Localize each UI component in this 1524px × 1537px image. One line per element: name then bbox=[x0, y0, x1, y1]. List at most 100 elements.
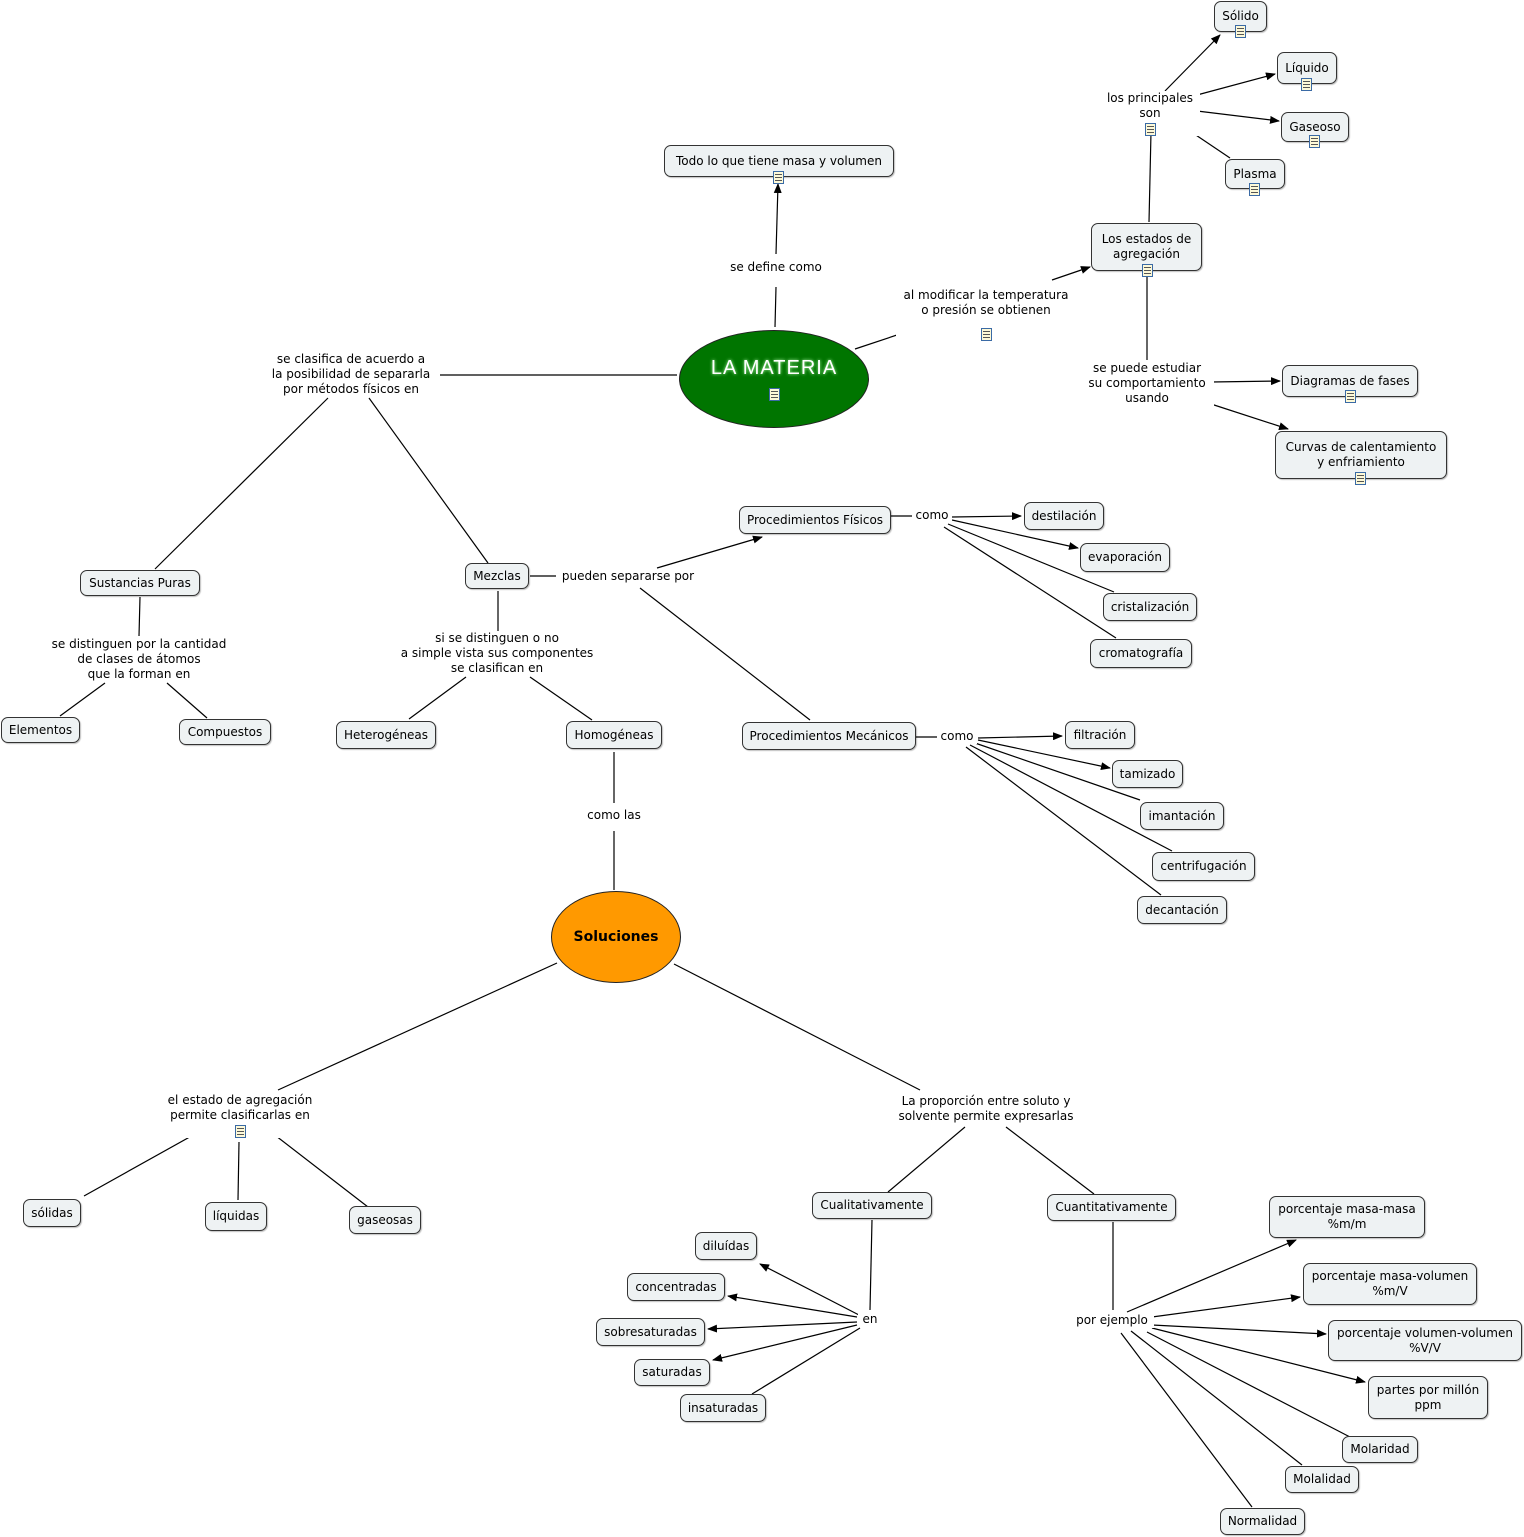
node-heterogeneas[interactable]: Heterogéneas bbox=[336, 721, 436, 749]
document-icon[interactable] bbox=[1301, 78, 1312, 91]
node-label: concentradas bbox=[635, 1279, 717, 1294]
edge bbox=[368, 397, 489, 564]
node-diluidas[interactable]: diluídas bbox=[695, 1232, 757, 1260]
document-icon[interactable] bbox=[1355, 472, 1366, 485]
node-procedimientos-fisicos[interactable]: Procedimientos Físicos bbox=[739, 506, 891, 534]
node-label: porcentaje volumen-volumen %V/V bbox=[1337, 1325, 1513, 1355]
node-solido[interactable]: Sólido bbox=[1214, 1, 1267, 38]
node-gaseoso[interactable]: Gaseoso bbox=[1281, 112, 1349, 148]
node-liquidas[interactable]: líquidas bbox=[205, 1202, 267, 1231]
node-molalidad[interactable]: Molalidad bbox=[1285, 1466, 1359, 1493]
node-cromatografia[interactable]: cromatografía bbox=[1090, 639, 1192, 668]
node-label: Sólido bbox=[1222, 9, 1259, 23]
node-soluciones[interactable]: Soluciones bbox=[551, 891, 681, 983]
node-label: partes por millón ppm bbox=[1376, 1382, 1480, 1412]
edge bbox=[759, 1263, 860, 1316]
node-homogeneas[interactable]: Homogéneas bbox=[566, 721, 662, 749]
edge bbox=[1164, 34, 1221, 92]
node-procedimientos-mecanicos[interactable]: Procedimientos Mecánicos bbox=[742, 722, 916, 750]
edge bbox=[138, 596, 141, 637]
node-destilacion[interactable]: destilación bbox=[1024, 502, 1104, 530]
link-text: al modificar la temperatura o presión se… bbox=[903, 288, 1069, 317]
edge bbox=[1151, 1294, 1301, 1318]
node-porcentaje-masa-volumen[interactable]: porcentaje masa-volumen %m/V bbox=[1303, 1263, 1477, 1305]
link-text: como bbox=[915, 508, 949, 522]
link-text: se distinguen por la cantidad de clases … bbox=[51, 637, 227, 681]
node-elementos[interactable]: Elementos bbox=[1, 717, 80, 743]
node-label: Todo lo que tiene masa y volumen bbox=[676, 153, 882, 168]
document-icon[interactable] bbox=[1249, 183, 1260, 196]
node-label: Molaridad bbox=[1350, 1442, 1410, 1456]
edge bbox=[1126, 1239, 1297, 1313]
node-tamizado[interactable]: tamizado bbox=[1112, 760, 1183, 788]
node-sustancias-puras[interactable]: Sustancias Puras bbox=[80, 570, 200, 596]
node-compuestos[interactable]: Compuestos bbox=[179, 719, 271, 745]
node-molaridad[interactable]: Molaridad bbox=[1342, 1436, 1418, 1463]
edge bbox=[974, 742, 1141, 801]
document-icon[interactable] bbox=[1142, 264, 1153, 277]
edge bbox=[707, 1321, 858, 1333]
edge bbox=[887, 1126, 966, 1193]
node-imantacion[interactable]: imantación bbox=[1140, 802, 1224, 830]
edge bbox=[237, 1141, 240, 1201]
node-label: decantación bbox=[1145, 902, 1219, 917]
document-icon[interactable] bbox=[1345, 390, 1356, 403]
edge bbox=[774, 286, 777, 328]
document-icon[interactable] bbox=[773, 171, 784, 184]
node-label: Molalidad bbox=[1293, 1472, 1351, 1486]
node-solidas[interactable]: sólidas bbox=[23, 1199, 81, 1227]
node-saturadas[interactable]: saturadas bbox=[634, 1359, 710, 1386]
edge bbox=[1146, 1331, 1351, 1438]
node-todo-lo-que-tiene-masa[interactable]: Todo lo que tiene masa y volumen bbox=[664, 145, 894, 184]
node-cuantitativamente[interactable]: Cuantitativamente bbox=[1047, 1194, 1176, 1221]
node-label: Elementos bbox=[8, 722, 73, 737]
edge bbox=[1210, 403, 1289, 431]
document-icon[interactable] bbox=[1235, 25, 1246, 38]
node-label: Cualitativamente bbox=[820, 1198, 924, 1212]
edge bbox=[408, 676, 467, 720]
node-filtracion[interactable]: filtración bbox=[1065, 721, 1135, 749]
edge bbox=[1120, 1332, 1253, 1508]
document-icon[interactable] bbox=[234, 1125, 246, 1138]
node-cristalizacion[interactable]: cristalización bbox=[1103, 593, 1197, 621]
node-centrifugacion[interactable]: centrifugación bbox=[1152, 852, 1255, 881]
document-icon[interactable] bbox=[1144, 123, 1156, 136]
link-text: en bbox=[862, 1312, 878, 1326]
edge bbox=[1051, 266, 1091, 281]
link-clasifica: se clasifica de acuerdo a la posibilidad… bbox=[262, 352, 440, 397]
node-diagramas-fases[interactable]: Diagramas de fases bbox=[1282, 365, 1418, 403]
node-mezclas[interactable]: Mezclas bbox=[465, 563, 529, 589]
edge bbox=[1151, 1327, 1366, 1384]
node-label: sobresaturadas bbox=[604, 1324, 697, 1339]
node-plasma[interactable]: Plasma bbox=[1225, 159, 1285, 196]
root-node-la-materia[interactable]: LA MATERIA bbox=[679, 330, 869, 428]
document-icon[interactable] bbox=[768, 388, 780, 401]
node-label: Gaseoso bbox=[1289, 119, 1341, 134]
node-partes-por-millon[interactable]: partes por millón ppm bbox=[1368, 1376, 1488, 1419]
node-label: tamizado bbox=[1119, 766, 1176, 781]
node-label: Diagramas de fases bbox=[1290, 373, 1410, 388]
node-evaporacion[interactable]: evaporación bbox=[1080, 543, 1170, 572]
node-curvas-calentamiento[interactable]: Curvas de calentamiento y enfriamiento bbox=[1275, 431, 1447, 485]
node-estados-agregacion[interactable]: Los estados de agregación bbox=[1091, 223, 1202, 277]
edge bbox=[1210, 377, 1281, 386]
node-insaturadas[interactable]: insaturadas bbox=[680, 1394, 766, 1422]
edge bbox=[673, 963, 921, 1091]
node-concentradas[interactable]: concentradas bbox=[627, 1273, 725, 1301]
node-sobresaturadas[interactable]: sobresaturadas bbox=[596, 1318, 705, 1346]
document-icon[interactable] bbox=[1309, 135, 1320, 148]
node-porcentaje-volumen-volumen[interactable]: porcentaje volumen-volumen %V/V bbox=[1328, 1320, 1522, 1361]
node-cualitativamente[interactable]: Cualitativamente bbox=[812, 1192, 932, 1219]
node-decantacion[interactable]: decantación bbox=[1137, 896, 1227, 924]
edge bbox=[947, 523, 1115, 593]
node-porcentaje-masa-masa[interactable]: porcentaje masa-masa %m/m bbox=[1269, 1196, 1425, 1238]
node-liquido[interactable]: Líquido bbox=[1277, 52, 1337, 91]
node-gaseosas[interactable]: gaseosas bbox=[349, 1206, 421, 1234]
node-label: Líquido bbox=[1285, 60, 1329, 75]
link-text: se clasifica de acuerdo a la posibilidad… bbox=[271, 352, 431, 396]
document-icon[interactable] bbox=[980, 328, 992, 341]
link-text: La proporción entre soluto y solvente pe… bbox=[898, 1094, 1074, 1123]
link-como-fisicos: como bbox=[912, 508, 952, 523]
node-normalidad[interactable]: Normalidad bbox=[1220, 1508, 1305, 1535]
